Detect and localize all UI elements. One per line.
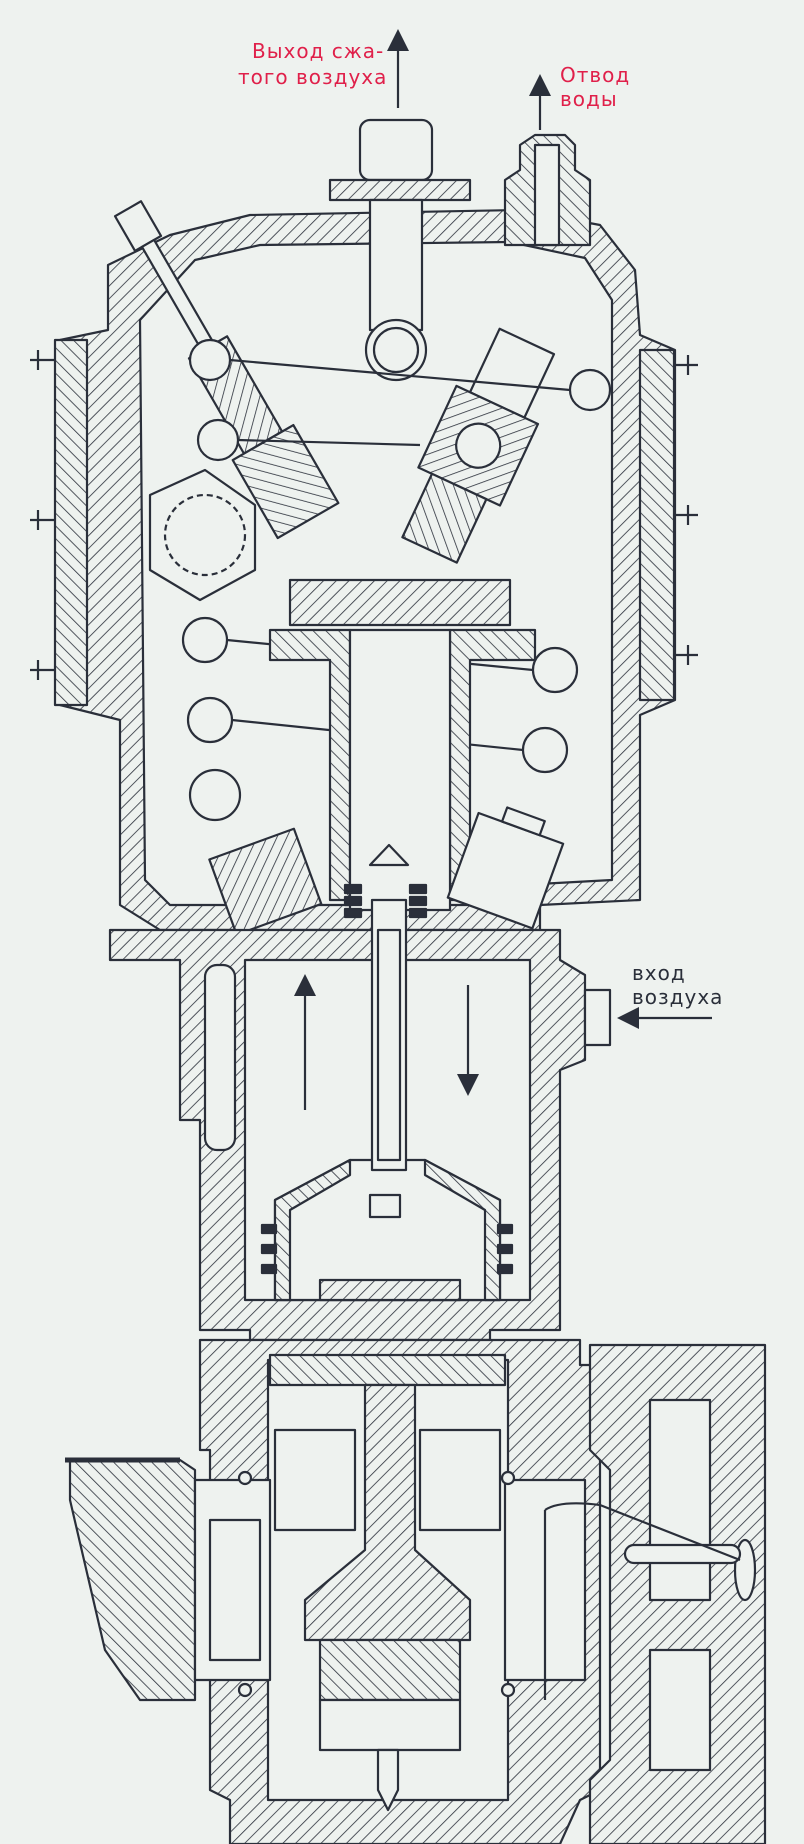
bearing-bolts: [237, 1470, 516, 1698]
air-outlet-pipe: [358, 118, 434, 182]
label-air-out-line1: Выход сжа-: [252, 39, 385, 63]
left-bearing-housing: [68, 1458, 197, 1702]
label-water-out-line1: Отвод: [560, 63, 631, 87]
suction-valve-left: [208, 827, 323, 936]
right-cover-plate: [638, 348, 676, 702]
air-inlet-port: [583, 988, 612, 1047]
left-bolts: [30, 350, 55, 680]
drain-plug: [376, 1748, 400, 1812]
label-air-in-line1: вход: [632, 961, 686, 985]
label-water-out-line2: воды: [560, 87, 618, 111]
label-air-in-line2: воздуха: [632, 985, 724, 1009]
crank-web: [318, 1638, 462, 1702]
piston-rings: [260, 883, 514, 1275]
suction-valve-right: [446, 806, 565, 930]
connecting-rod: [303, 1383, 472, 1642]
right-bolts: [675, 355, 698, 665]
discharge-valve: [401, 327, 556, 564]
air-outlet-flange: [328, 178, 472, 202]
label-air-out-line2: того воздуха: [238, 65, 388, 89]
left-cover-plate: [53, 338, 89, 707]
water-jacket: [203, 963, 237, 1152]
head-plate: [288, 578, 512, 627]
crosshead: [268, 1353, 507, 1387]
